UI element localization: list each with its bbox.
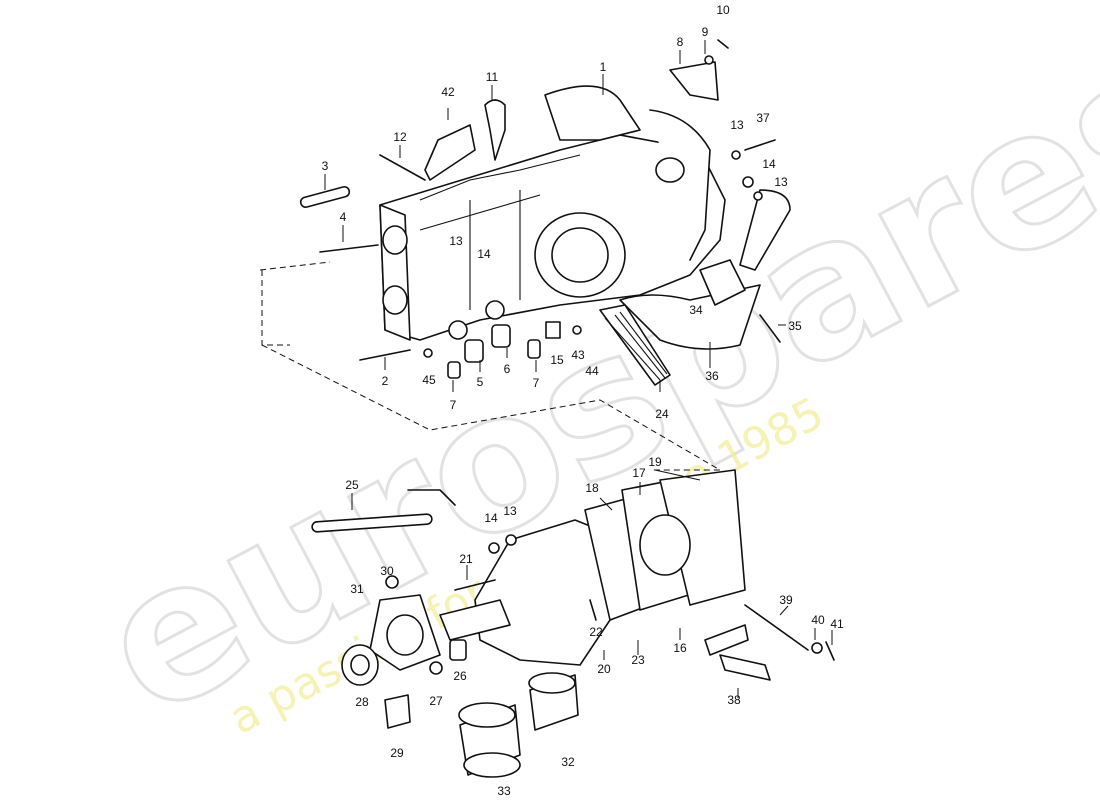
guard-plate <box>599 189 791 386</box>
callout-42: 42 <box>441 85 455 99</box>
callout-17: 17 <box>632 466 646 480</box>
filter-elements <box>458 672 579 778</box>
upper-small-parts <box>299 39 781 379</box>
callout-10: 10 <box>716 3 730 17</box>
callout-13d: 13 <box>503 504 517 518</box>
callout-7a: 7 <box>450 398 457 412</box>
callout-30: 30 <box>380 564 394 578</box>
callout-32: 32 <box>561 755 575 769</box>
callout-45: 45 <box>422 373 436 387</box>
callout-43: 43 <box>571 348 585 362</box>
callout-26: 26 <box>453 669 467 683</box>
callout-6: 6 <box>504 362 511 376</box>
callout-11: 11 <box>486 70 499 84</box>
callout-19: 19 <box>648 455 662 469</box>
callout-37: 37 <box>756 111 770 125</box>
callout-24: 24 <box>655 407 669 421</box>
callout-13b: 13 <box>730 118 744 132</box>
callout-44: 44 <box>585 364 599 378</box>
callout-4: 4 <box>340 210 347 224</box>
callout-12: 12 <box>393 130 407 144</box>
rear-cover-assembly <box>311 469 746 729</box>
callout-9: 9 <box>702 25 709 39</box>
callout-13a: 13 <box>449 234 463 248</box>
callout-22: 22 <box>589 625 603 639</box>
callout-14b: 14 <box>762 157 776 171</box>
callout-labels: 1 2 3 4 5 6 7 7 8 9 10 11 12 13 13 13 13… <box>322 3 844 798</box>
leader-lines <box>324 40 833 698</box>
callout-34: 34 <box>689 303 703 317</box>
callout-29: 29 <box>390 746 404 760</box>
callout-5: 5 <box>477 375 484 389</box>
callout-16: 16 <box>673 641 687 655</box>
callout-33: 33 <box>497 784 511 798</box>
callout-8: 8 <box>677 35 684 49</box>
callout-27: 27 <box>429 694 443 708</box>
callout-3: 3 <box>322 159 329 173</box>
callout-35: 35 <box>788 319 802 333</box>
callout-36: 36 <box>705 369 719 383</box>
callout-41: 41 <box>830 617 844 631</box>
callout-15: 15 <box>550 353 564 367</box>
callout-2: 2 <box>382 374 389 388</box>
callout-18: 18 <box>585 481 599 495</box>
callout-31: 31 <box>350 582 364 596</box>
callout-21: 21 <box>459 552 473 566</box>
callout-25: 25 <box>345 478 359 492</box>
callout-13c: 13 <box>774 175 788 189</box>
callout-1: 1 <box>600 60 607 74</box>
callout-14c: 14 <box>484 511 498 525</box>
shift-lever <box>704 604 835 681</box>
assembly-link-lines <box>259 261 722 471</box>
callout-39: 39 <box>779 593 793 607</box>
callout-40: 40 <box>811 613 825 627</box>
transmission-housing <box>379 85 726 341</box>
callout-23: 23 <box>631 653 645 667</box>
callout-7b: 7 <box>533 376 540 390</box>
callout-20: 20 <box>597 662 611 676</box>
callout-14a: 14 <box>477 247 491 261</box>
callout-38: 38 <box>727 693 741 707</box>
callout-28: 28 <box>355 695 369 709</box>
